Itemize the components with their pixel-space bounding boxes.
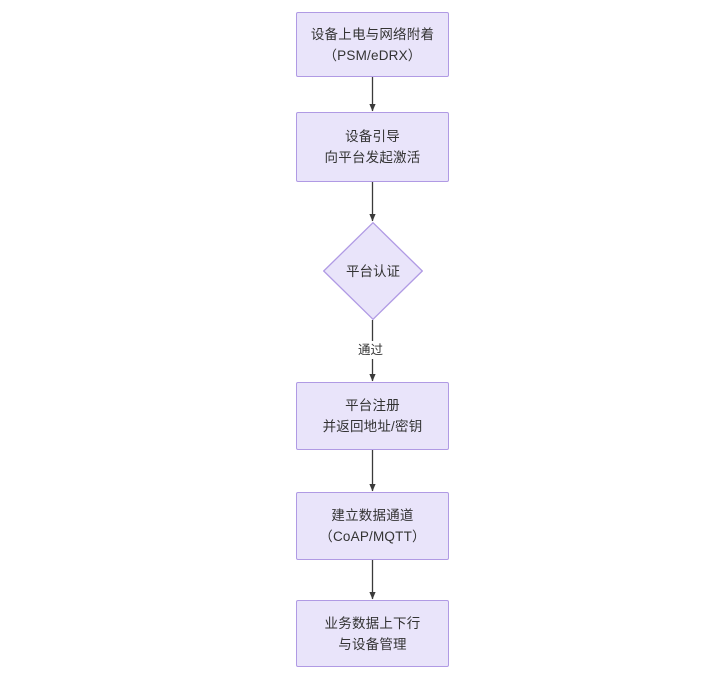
node-platform-auth-label: 平台认证	[346, 263, 400, 279]
node-business-data-label: 业务数据上下行 与设备管理	[324, 615, 421, 652]
node-data-channel[interactable]: 建立数据通道 （CoAP/MQTT）	[296, 492, 449, 560]
node-platform-register-label: 平台注册 并返回地址/密钥	[322, 398, 423, 434]
diamond-shape	[323, 222, 423, 320]
node-data-channel-label: 建立数据通道 （CoAP/MQTT）	[319, 508, 426, 544]
node-device-bootstrap-label: 设备引导 向平台发起激活	[324, 129, 421, 165]
node-business-data[interactable]: 业务数据上下行 与设备管理	[296, 600, 449, 667]
node-device-power-on-label: 设备上电与网络附着 （PSM/eDRX）	[310, 26, 435, 63]
node-device-bootstrap[interactable]: 设备引导 向平台发起激活	[296, 112, 449, 182]
edge-label-pass: 通过	[356, 341, 386, 359]
node-device-power-on[interactable]: 设备上电与网络附着 （PSM/eDRX）	[296, 12, 449, 77]
node-platform-register[interactable]: 平台注册 并返回地址/密钥	[296, 382, 449, 450]
node-platform-auth-decision[interactable]: 平台认证	[323, 222, 423, 320]
